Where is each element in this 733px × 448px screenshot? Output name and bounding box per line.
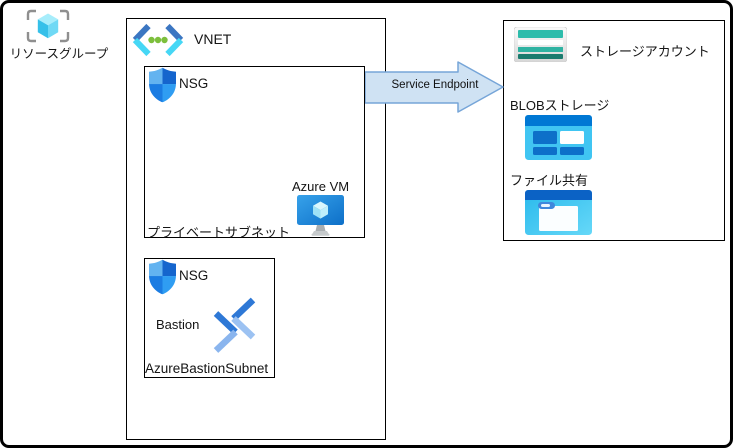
blob-storage-icon bbox=[525, 115, 592, 160]
vnet-box bbox=[126, 18, 386, 440]
nsg-shield-icon bbox=[149, 259, 176, 295]
azure-vm-icon bbox=[297, 195, 344, 236]
bastion-icon bbox=[213, 295, 257, 353]
storage-account-label: ストレージアカウント bbox=[580, 44, 710, 59]
service-endpoint-label: Service Endpoint bbox=[391, 79, 479, 91]
nsg-shield-icon bbox=[149, 67, 176, 103]
nsg-label: NSG bbox=[179, 268, 209, 283]
file-share-icon bbox=[525, 190, 592, 235]
private-subnet-label: プライベートサブネット bbox=[147, 225, 291, 240]
service-endpoint-arrow bbox=[364, 60, 505, 114]
azure-vm-label: Azure VM bbox=[292, 179, 350, 194]
resource-group-label: リソースグループ bbox=[9, 47, 109, 61]
bastion-subnet-box bbox=[144, 258, 275, 378]
vnet-icon bbox=[132, 23, 184, 57]
file-share-label: ファイル共有 bbox=[510, 173, 589, 188]
bastion-label: Bastion bbox=[156, 317, 200, 332]
storage-box bbox=[503, 20, 725, 241]
vnet-label: VNET bbox=[194, 31, 232, 47]
bastion-subnet-label: AzureBastionSubnet bbox=[145, 361, 269, 376]
nsg-label: NSG bbox=[179, 76, 209, 91]
resource-group-icon bbox=[25, 9, 71, 43]
blob-storage-label: BLOBストレージ bbox=[510, 98, 610, 113]
private-subnet-box bbox=[144, 66, 365, 238]
storage-account-icon bbox=[513, 26, 568, 63]
